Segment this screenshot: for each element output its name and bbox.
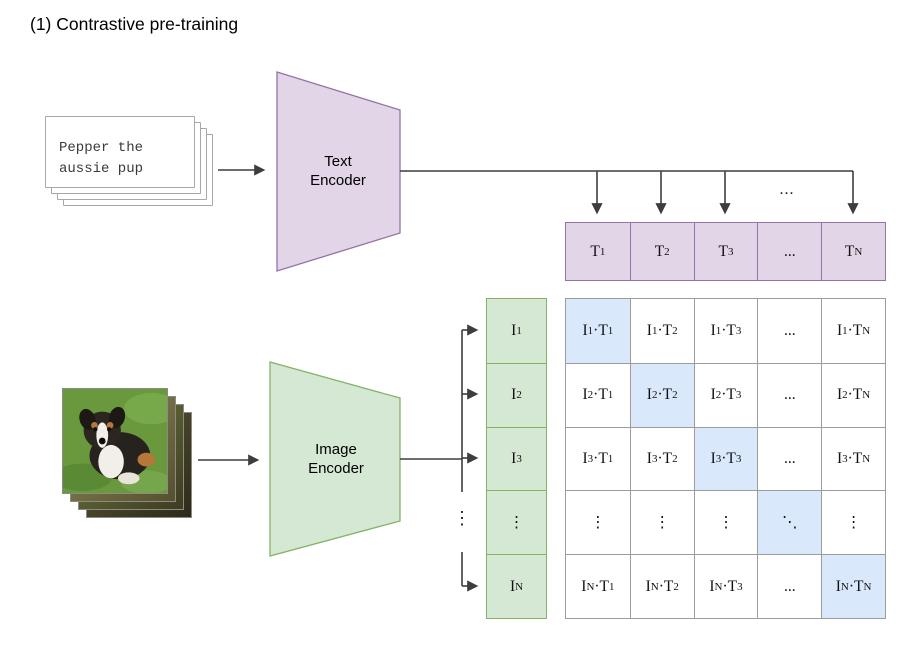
text-input-card-front: Pepper the aussie pup [45, 116, 195, 188]
image-encoder-label: Image Encoder [308, 441, 364, 477]
matrix-cell-3-1: ⋮ [629, 490, 694, 555]
matrix-cell-3-4: ⋮ [821, 490, 885, 555]
image-embedding-ellipsis: ⋮ [487, 490, 546, 554]
text-input-caption: Pepper the aussie pup [59, 140, 144, 177]
text-embedding-ellipsis: ... [757, 223, 821, 280]
text-encoder-label: Text Encoder [310, 153, 366, 189]
image-input-card-front [53, 388, 179, 494]
matrix-cell-3-0: ⋮ [566, 490, 630, 554]
figure-title: (1) Contrastive pre-training [30, 14, 239, 34]
matrix-cell-0-3: ... [757, 299, 821, 363]
matrix-cell-3-3: ⋱ [757, 490, 822, 555]
top-arrows-ellipsis: ... [779, 181, 795, 198]
matrix-cell-1-3: ... [757, 362, 822, 427]
text-input-stack: Pepper the aussie pup [45, 116, 265, 226]
matrix-cell-2-3: ... [757, 426, 822, 491]
matrix-cell-4-3: ... [757, 554, 822, 618]
puppy-photo [53, 389, 179, 494]
matrix-cell-3-2: ⋮ [693, 490, 758, 555]
left-branch-ellipsis: ⋮ [452, 508, 472, 529]
image-input-stack [53, 388, 197, 523]
